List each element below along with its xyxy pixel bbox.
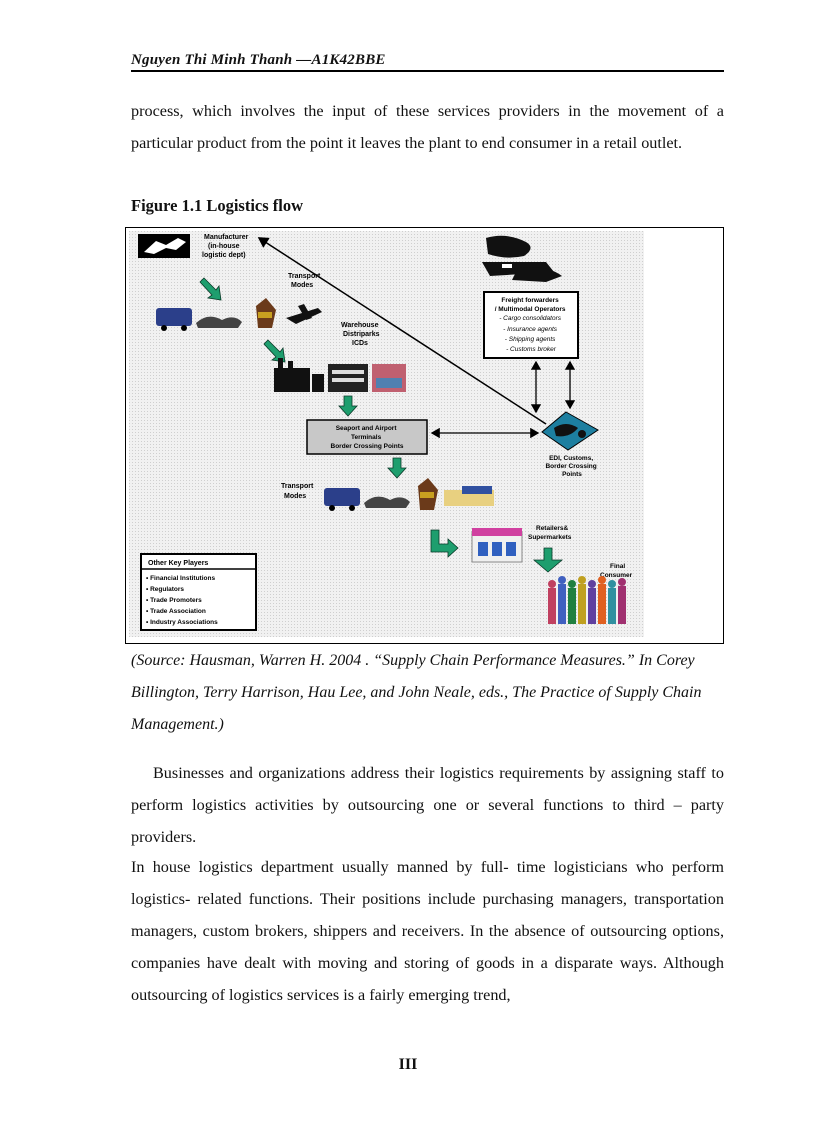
transport-modes-top-label: Transport Modes	[288, 273, 322, 289]
manufacturer-logo-icon	[138, 234, 190, 258]
retailers-label: Retailers& Supermarkets	[528, 525, 572, 541]
warehouse-icon	[274, 358, 406, 392]
flow-arrows-green	[199, 277, 564, 573]
seaport-box	[306, 419, 428, 455]
consumers-group-icon	[548, 576, 626, 624]
transport-modes-bottom-label: Transport Modes	[281, 483, 315, 500]
manufacturer-label: Manufacturer (in-house logistic dept)	[202, 234, 250, 259]
retail-store-icon	[471, 528, 523, 563]
intro-paragraph: process, which involves the input of the…	[131, 102, 724, 152]
body-paragraph-1: Businesses and organizations address the…	[131, 764, 724, 846]
green-arrow-4	[387, 457, 407, 479]
green-arrow-5	[430, 529, 459, 558]
header-text: Nguyen Thi Minh Thanh —A1K42BBE	[131, 52, 386, 68]
body-paragraph-2: In house logistics department usually ma…	[131, 858, 724, 1004]
figure-title: Figure 1.1 Logistics flow	[131, 196, 304, 215]
green-arrow-1	[199, 277, 222, 301]
logistics-flow-figure: Manufacturer (in-house logistic dept) Tr…	[125, 227, 724, 644]
green-arrow-6	[532, 547, 564, 573]
logistics-flow-diagram: Manufacturer (in-house logistic dept) Tr…	[129, 231, 644, 637]
running-header: Nguyen Thi Minh Thanh —A1K42BBE	[131, 52, 724, 72]
figure-source-citation: (Source: Hausman, Warren H. 2004 . “Supp…	[131, 652, 702, 733]
edi-label: EDI, Customs, Border Crossing Points	[545, 455, 598, 478]
transport-vehicles-top-icon	[156, 298, 322, 331]
page-number: III	[398, 1056, 418, 1073]
final-consumer-label: Final Consumer	[600, 563, 633, 579]
seaport-label: Seaport and Airport Terminals Border Cro…	[331, 425, 404, 450]
freight-ship-icon	[482, 235, 562, 282]
edi-globe-icon	[541, 411, 599, 451]
feedback-arrow	[257, 237, 547, 425]
freight-forwarders-label: Freight forwarders / Multimodal Operator…	[495, 297, 568, 353]
transport-vehicles-bottom-icon	[324, 478, 494, 511]
other-key-players-title: Other Key Players	[148, 560, 208, 567]
freight-forwarders-box	[483, 291, 579, 359]
warehouse-label: Warehouse Distriparks ICDs	[341, 322, 382, 347]
other-key-players-box	[140, 553, 257, 631]
green-arrow-3	[338, 395, 358, 417]
other-key-players-list: • Financial Institutions • Regulators • …	[146, 575, 218, 626]
